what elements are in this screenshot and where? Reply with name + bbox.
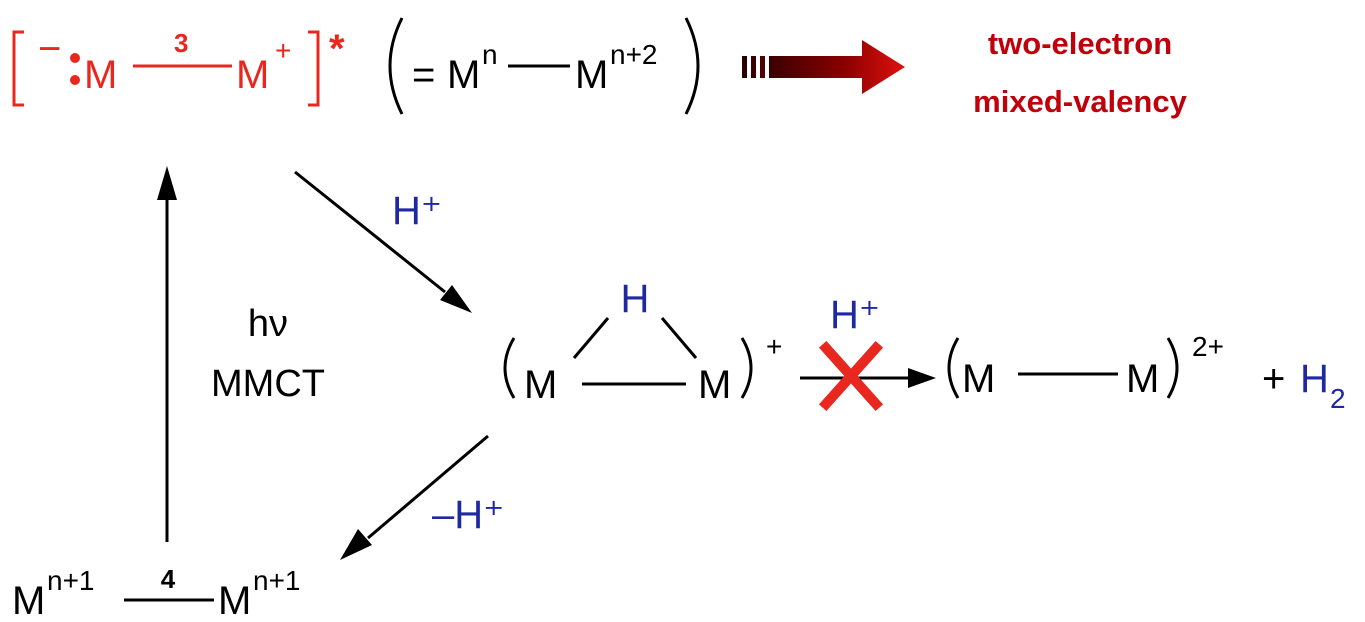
dication-product: M M 2+ + H 2 xyxy=(947,331,1346,414)
result-line-2: mixed-valency xyxy=(973,84,1187,119)
ground-left-superscript: n+1 xyxy=(47,565,95,596)
product-charge: 2+ xyxy=(1192,331,1224,362)
big-result-arrow xyxy=(742,40,905,94)
arrow-dash-3 xyxy=(760,56,765,78)
excited-minus-sign: − xyxy=(38,27,61,71)
result-label: two-electron mixed-valency xyxy=(973,26,1187,119)
excited-right-bracket xyxy=(308,30,320,107)
blocked-cross-icon xyxy=(818,340,884,412)
arrow-body xyxy=(769,40,905,94)
equiv-right-metal: M xyxy=(575,53,608,97)
protonation-reagent: H⁺ xyxy=(392,189,442,233)
hydride-left-paren xyxy=(503,337,516,399)
equiv-right-paren xyxy=(684,17,700,115)
arrow-dash-2 xyxy=(751,56,756,78)
excitation-arrow xyxy=(157,166,177,542)
mmct-label: MMCT xyxy=(211,363,325,405)
excited-left-metal: M xyxy=(84,53,117,97)
ground-state: M n+1 4 M n+1 xyxy=(12,564,301,622)
deprotonation-reagent: –H⁺ xyxy=(432,493,504,537)
excited-state: − M 3 M + * xyxy=(12,27,345,107)
h2-subscript: 2 xyxy=(1330,383,1346,414)
protonation-arrow xyxy=(294,170,472,313)
excited-left-bracket xyxy=(12,30,24,107)
product-left-paren xyxy=(947,337,960,399)
hydride-left-metal: M xyxy=(524,363,557,407)
equiv-equals-sign: = xyxy=(412,53,435,97)
hydride-bridge-atom: H xyxy=(621,277,650,321)
h2-atom: H xyxy=(1300,357,1329,401)
equiv-left-paren xyxy=(388,17,404,115)
product-plus-sign: + xyxy=(1262,357,1285,401)
equiv-left-superscript: n xyxy=(482,39,498,70)
excitation-label: hν MMCT xyxy=(211,303,325,405)
arrow-dash-1 xyxy=(742,56,747,78)
ground-right-metal: M xyxy=(218,579,251,622)
ground-right-superscript: n+1 xyxy=(253,565,301,596)
equiv-left-metal: M xyxy=(447,53,480,97)
excited-plus-sign: + xyxy=(275,35,291,66)
lone-pair-dot-top xyxy=(70,53,80,63)
product-left-metal: M xyxy=(962,357,995,401)
second-protonation-reagent: H⁺ xyxy=(830,293,880,337)
equivalent-oxidation-states: = M n M n+2 xyxy=(388,17,700,115)
excited-right-metal: M xyxy=(236,53,269,97)
hydride-right-metal: M xyxy=(698,363,731,407)
hydride-bond-right xyxy=(660,317,698,359)
ground-left-metal: M xyxy=(12,579,45,622)
ground-bond-order: 4 xyxy=(161,564,176,594)
photon-label: hν xyxy=(248,303,288,345)
hydride-right-paren xyxy=(740,337,753,399)
hydride-complex: H M M + xyxy=(503,277,782,407)
hydride-charge: + xyxy=(766,331,782,362)
result-line-1: two-electron xyxy=(988,26,1172,61)
lone-pair-dot-bottom xyxy=(70,75,80,85)
excited-asterisk: * xyxy=(329,27,345,71)
product-right-metal: M xyxy=(1126,357,1159,401)
excited-bond-order: 3 xyxy=(174,28,188,58)
equiv-right-superscript: n+2 xyxy=(610,39,658,70)
deprotonation-arrow xyxy=(340,434,489,560)
blocked-reaction-arrow xyxy=(800,368,936,388)
product-right-paren xyxy=(1166,337,1179,399)
hydride-bond-left xyxy=(572,317,610,359)
